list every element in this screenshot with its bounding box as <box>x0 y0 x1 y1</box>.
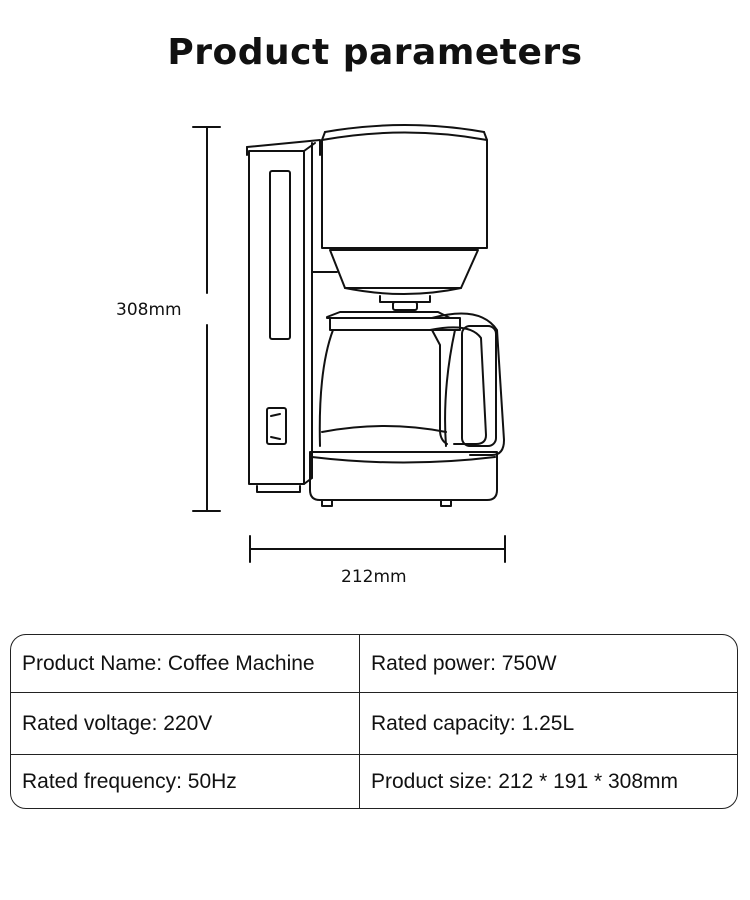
water-tank <box>311 124 488 273</box>
spec-rated-frequency: Rated frequency: 50Hz <box>11 755 360 808</box>
spec-table: Product Name: Coffee Machine Rated power… <box>10 634 738 809</box>
filter-basket <box>329 249 479 311</box>
coffee-machine-drawing <box>192 124 506 563</box>
spec-product-size: Product size: 212 * 191 * 308mm <box>371 769 679 793</box>
spec-rated-power: Rated power: 750W <box>360 635 737 693</box>
machine-tower <box>246 139 321 493</box>
width-dimension-line <box>249 535 506 563</box>
carafe <box>309 311 505 507</box>
width-dimension-label: 212mm <box>341 567 407 587</box>
spec-product-name: Product Name: Coffee Machine <box>11 635 360 693</box>
spec-rated-voltage: Rated voltage: 220V <box>11 693 360 755</box>
spec-rated-capacity: Rated capacity: 1.25L <box>360 693 737 755</box>
height-dimension-line <box>192 126 221 512</box>
height-dimension-label: 308mm <box>116 300 182 320</box>
page-title: Product parameters <box>167 32 583 73</box>
